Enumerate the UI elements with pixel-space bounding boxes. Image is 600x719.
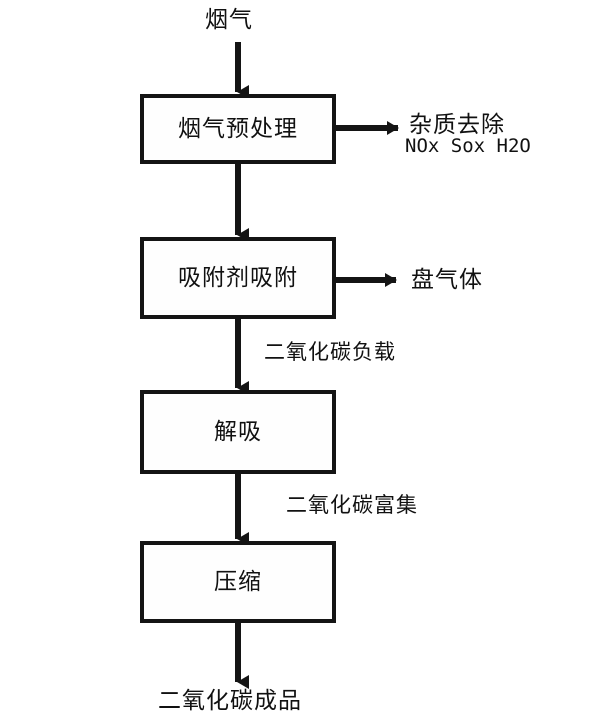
- process-box-compress-label: 压缩: [214, 568, 262, 595]
- inlet-label: 烟气: [205, 7, 253, 33]
- process-box-pretreat[interactable]: 烟气预处理: [140, 94, 336, 164]
- process-box-adsorb-label: 吸附剂吸附: [178, 264, 298, 291]
- stream-label-co2-rich: 二氧化碳富集: [286, 493, 418, 517]
- side-output-label-impurity: 杂质去除: [409, 112, 505, 138]
- process-box-compress[interactable]: 压缩: [140, 541, 336, 623]
- process-box-pretreat-label: 烟气预处理: [178, 115, 298, 142]
- outlet-label: 二氧化碳成品: [158, 688, 302, 714]
- stream-label-co2-loaded: 二氧化碳负载: [264, 340, 396, 364]
- process-box-desorb-label: 解吸: [214, 418, 262, 445]
- process-box-adsorb[interactable]: 吸附剂吸附: [140, 237, 336, 319]
- side-output-sublabel-impurity: NOx Sox H2O: [405, 135, 531, 157]
- process-box-desorb[interactable]: 解吸: [140, 390, 336, 474]
- side-output-label-lean-gas: 盘气体: [411, 267, 483, 293]
